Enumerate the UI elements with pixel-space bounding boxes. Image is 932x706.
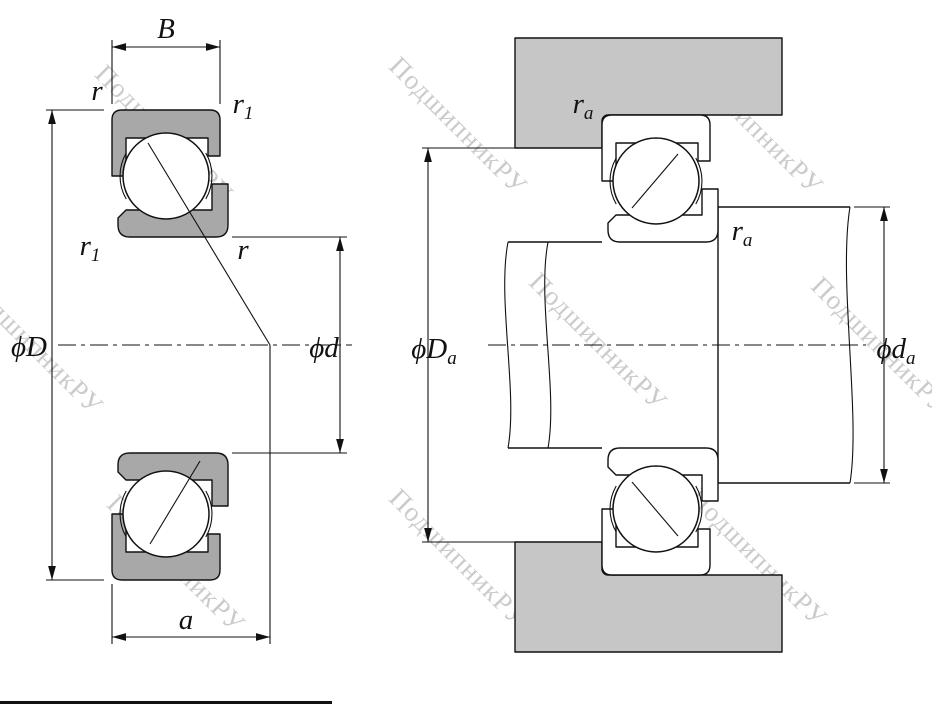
bearing-lower-section <box>111 452 229 581</box>
shaft-break-curve-3 <box>845 206 854 484</box>
contact-angle-line <box>147 142 271 346</box>
dim-label-r1-top: r1 <box>233 88 254 124</box>
watermark-text: ПодшипникРУ <box>805 271 932 421</box>
dim-label-ra-housing: ra <box>573 88 594 124</box>
dim-label-outer-diameter: ϕD <box>11 331 47 363</box>
shaft-break-curve-1 <box>504 241 512 449</box>
lower-ball-mark <box>631 481 679 537</box>
dim-label-r-outer-top: r <box>91 75 103 107</box>
dim-label-shaft-shoulder-diameter: ϕda <box>876 333 915 369</box>
dim-label-bore-diameter: ϕd <box>309 332 339 364</box>
shaft-break-curve-2 <box>544 241 552 449</box>
dim-label-housing-shoulder-diameter: ϕDa <box>411 333 456 369</box>
lower-ball-mark <box>149 460 201 545</box>
watermark-text: ПодшипникРУ <box>383 483 533 633</box>
right-view: ϕDa ϕda ra ra <box>411 37 916 653</box>
watermark-text: ПодшипникРУ <box>523 267 673 417</box>
dim-label-r-inner: r <box>237 234 249 266</box>
watermark-text: ПодшипникРУ <box>383 51 533 201</box>
dim-label-ra-shaft: ra <box>732 215 753 251</box>
dim-label-a: a <box>179 604 194 636</box>
upper-ball-mark <box>631 153 679 209</box>
dim-label-width-B: B <box>157 13 175 45</box>
dim-label-r1-side: r1 <box>80 230 101 266</box>
mounted-bearing-upper-section <box>601 114 719 243</box>
left-view: B ϕD ϕd a r r1 r1 r <box>11 13 352 644</box>
bottom-border-line <box>0 701 332 704</box>
